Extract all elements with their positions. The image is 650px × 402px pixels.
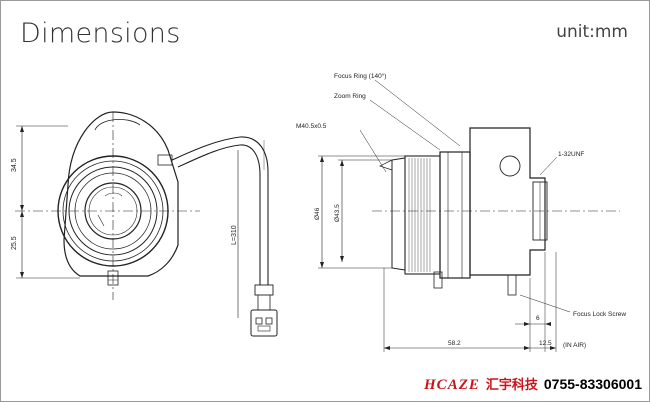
focus-lock-label: Focus Lock Screw xyxy=(573,311,626,318)
mount-label: 1-32UNF xyxy=(558,151,584,158)
front-view xyxy=(15,111,278,337)
dim-top-label: 34.5 xyxy=(11,158,18,172)
dia-outer-label: Ø46 xyxy=(314,207,321,220)
footer-bar: HCAZE 汇宇科技 0755-83306001 xyxy=(424,374,642,394)
unit-label: unit:mm xyxy=(556,22,628,42)
zoom-ring-label: Zoom Ring xyxy=(334,93,366,100)
dim-back-focus-label: 12.5 xyxy=(539,340,552,347)
filter-thread-label: M40.5x0.5 xyxy=(296,123,327,130)
company-name: 汇宇科技 xyxy=(485,378,538,393)
cable-length-label: L=310 xyxy=(231,225,238,245)
dia-inner-label: Ø43.5 xyxy=(334,204,341,222)
in-air-label: (IN AIR) xyxy=(563,342,586,349)
dim-length-label: 58.2 xyxy=(448,340,461,347)
dim-bottom-label: 25.5 xyxy=(11,236,18,250)
brand-logo: HCAZE xyxy=(424,377,480,393)
dim-flange-label: 6 xyxy=(536,315,540,322)
side-view xyxy=(318,79,620,352)
phone-number: 0755-83306001 xyxy=(543,376,642,392)
page-title: Dimensions xyxy=(20,18,181,49)
focus-ring-label: Focus Ring (140°) xyxy=(334,72,386,80)
